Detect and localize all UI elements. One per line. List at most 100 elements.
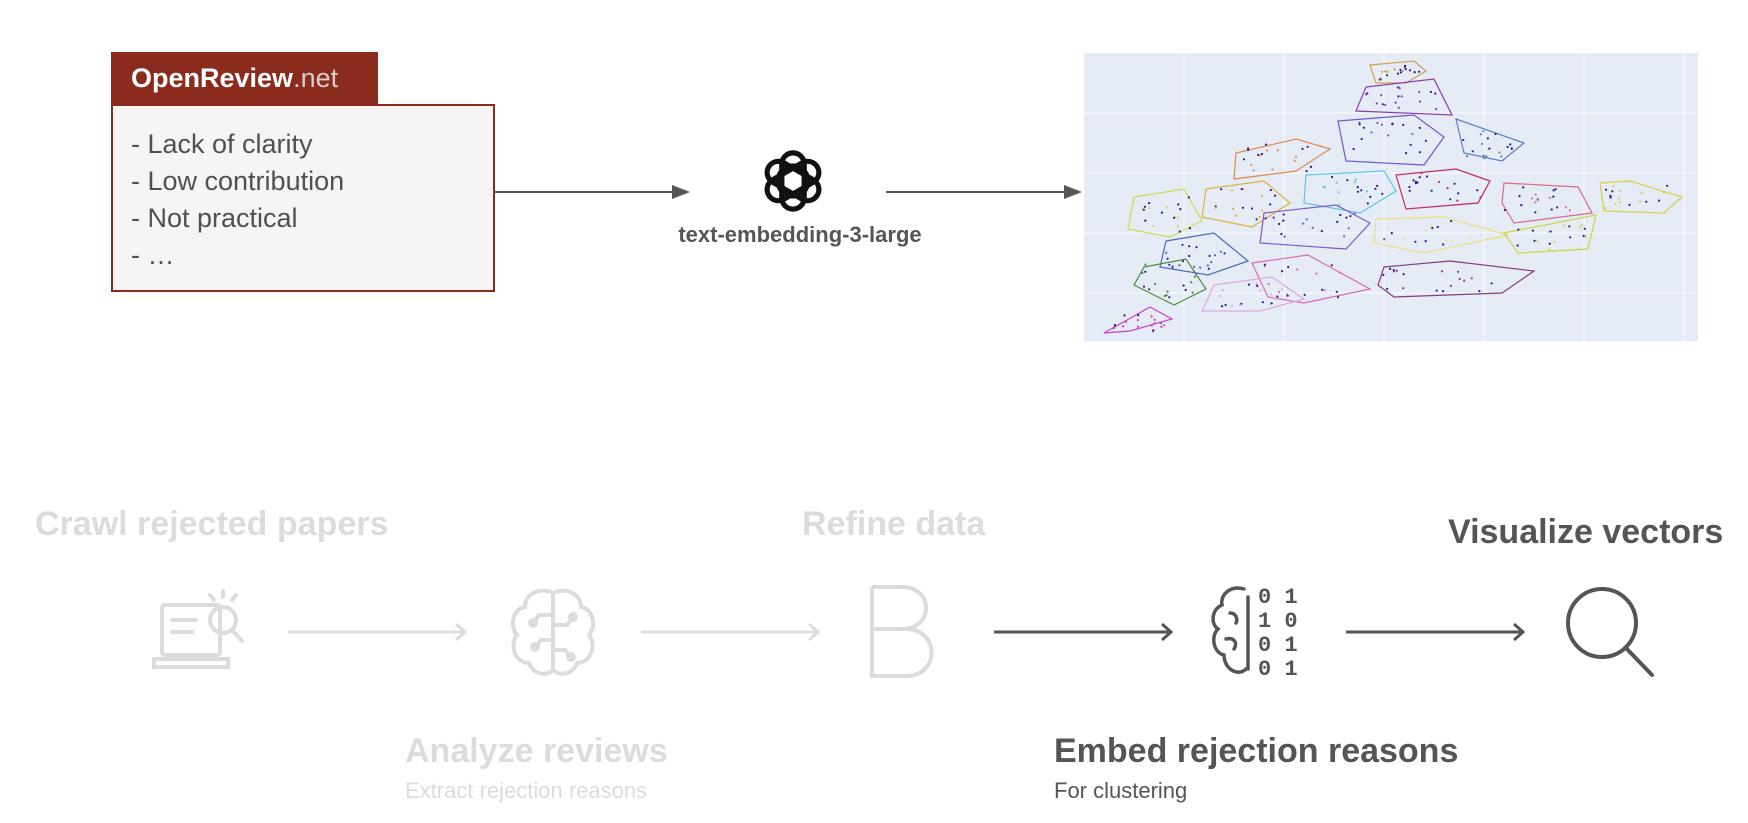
cluster-point <box>1531 197 1534 200</box>
cluster-point <box>1144 263 1147 266</box>
cluster-point <box>1354 178 1358 181</box>
svg-text:0 1: 0 1 <box>1258 657 1298 680</box>
cluster-point <box>1168 263 1171 266</box>
cluster-point <box>1440 270 1444 273</box>
cluster-point <box>1370 131 1373 134</box>
cluster-point <box>1356 190 1360 193</box>
cluster-point <box>1369 195 1372 198</box>
cluster-point <box>1163 324 1166 327</box>
cluster-point <box>1609 195 1612 198</box>
cluster-point <box>1152 329 1155 332</box>
brain-circuit-icon <box>510 588 596 676</box>
cluster-point <box>1628 203 1631 206</box>
cluster-point <box>1411 132 1414 136</box>
cluster-point <box>1336 220 1339 223</box>
cluster-point <box>1358 123 1361 126</box>
cluster-point <box>1449 284 1453 287</box>
cluster-hull <box>1455 118 1526 162</box>
cluster-point <box>1113 324 1117 327</box>
cluster-point <box>1548 196 1551 199</box>
cluster-point <box>1223 252 1226 255</box>
brain-binary-icon: 0 1 1 0 0 1 0 1 <box>1211 585 1298 680</box>
cluster-point <box>1458 277 1461 281</box>
cluster-point <box>1261 301 1264 304</box>
cluster-point <box>1123 314 1126 317</box>
cluster-point <box>1402 237 1406 240</box>
cluster-hull <box>1599 180 1684 214</box>
cluster-point <box>1221 289 1224 292</box>
cluster-point <box>1569 236 1572 239</box>
cluster-point <box>1296 268 1299 271</box>
cluster-point <box>1154 283 1157 286</box>
cluster-point <box>1181 243 1184 246</box>
cluster-point <box>1381 70 1384 73</box>
cluster-point <box>1210 261 1213 264</box>
cluster-point <box>1124 320 1128 323</box>
cluster-point <box>1435 289 1438 292</box>
cluster-point <box>1424 240 1427 243</box>
reason-item: - Low contribution <box>131 166 345 196</box>
cluster-point <box>1303 293 1306 296</box>
cluster-point <box>1255 283 1258 286</box>
cluster-point <box>1193 275 1197 278</box>
cluster-point <box>1450 240 1454 243</box>
cluster-point <box>1274 297 1277 300</box>
cluster-hull <box>1233 138 1332 180</box>
cluster-point <box>1409 143 1412 146</box>
cluster-point <box>1271 168 1274 171</box>
cluster-point <box>1309 165 1312 168</box>
cluster-point <box>1482 130 1485 133</box>
cluster-point <box>1250 207 1254 210</box>
cluster-point <box>1640 192 1643 195</box>
cluster-point <box>1122 325 1125 328</box>
cluster-point <box>1534 211 1537 214</box>
reason-item: - Not practical <box>131 203 298 233</box>
cluster-point <box>1390 232 1393 235</box>
cluster-point <box>1580 223 1583 226</box>
cluster-point <box>1383 239 1386 242</box>
cluster-point <box>1160 325 1163 328</box>
cluster-point <box>1168 296 1171 299</box>
cluster-point <box>1188 245 1191 248</box>
cluster-point <box>1380 123 1383 126</box>
cluster-point <box>1260 195 1263 198</box>
cluster-point <box>1449 198 1452 201</box>
cluster-point <box>1386 74 1389 77</box>
cluster-point <box>1187 196 1190 199</box>
cluster-point <box>1420 172 1423 175</box>
cluster-point <box>1269 293 1272 296</box>
cluster-point <box>1568 225 1571 228</box>
cluster-point <box>1206 264 1209 267</box>
cluster-point <box>1255 218 1258 221</box>
cluster-point <box>1353 180 1356 184</box>
cluster-point <box>1267 283 1270 286</box>
cluster-point <box>1148 288 1151 291</box>
cluster-point <box>1242 188 1245 191</box>
cluster-point <box>1208 254 1211 257</box>
cluster-point <box>1259 289 1262 292</box>
cluster-point <box>1150 324 1153 327</box>
cluster-point <box>1534 193 1537 196</box>
cluster-point <box>1286 294 1289 297</box>
cluster-point <box>1234 214 1237 217</box>
cluster-point <box>1666 184 1669 187</box>
cluster-point <box>1471 150 1474 153</box>
cluster-point <box>1375 102 1378 105</box>
cluster-point <box>1338 203 1341 207</box>
cluster-point <box>1401 69 1404 73</box>
cluster-point <box>1283 235 1286 238</box>
cluster-point <box>1394 101 1397 104</box>
cluster-point <box>1269 188 1272 192</box>
cluster-point <box>1179 208 1182 211</box>
cluster-point <box>1270 302 1273 305</box>
svg-text:0 1: 0 1 <box>1258 585 1298 610</box>
cluster-point <box>1153 322 1156 325</box>
cluster-point <box>1490 282 1493 285</box>
cluster-point <box>1166 206 1169 209</box>
cluster-point <box>1534 201 1537 204</box>
cluster-point <box>1148 207 1151 210</box>
cluster-point <box>1408 69 1412 72</box>
cluster-point <box>1176 225 1179 228</box>
cluster-point <box>1533 239 1536 242</box>
cluster-point <box>1386 287 1389 290</box>
